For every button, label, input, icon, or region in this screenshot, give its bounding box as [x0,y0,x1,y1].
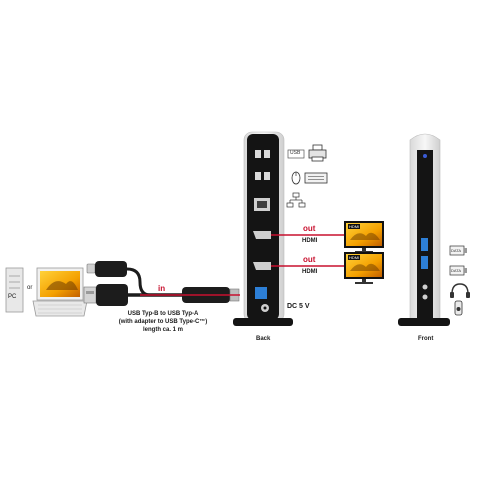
data-icon-text-2: DATA [451,268,462,273]
mic-jack [422,294,428,300]
or-label: or [27,285,33,291]
usb3-b-port [255,287,267,299]
hdmi-label-2: HDMI [302,269,318,275]
back-label: Back [256,336,271,342]
front-label: Front [418,336,434,342]
network-icon [286,192,306,208]
front-usb3-port-1 [421,238,428,251]
usb2-ports [255,150,270,180]
in-label: in [158,284,166,293]
headphone-jack [422,284,428,290]
dc-label: DC 5 V [287,303,310,310]
usb-stick-icon [449,265,467,276]
out-label-1: out [303,224,316,233]
out-label-2: out [303,255,316,264]
microphone-icon [454,300,463,316]
headphones-icon [450,283,470,298]
keyboard-icon [304,172,328,184]
hdmi-port-2 [253,262,271,270]
mouse-icon [291,171,301,185]
cable-line-2: (with adapter to USB Type-C™) [118,319,208,325]
dock-front-view [398,133,450,326]
monitor-badge-2: HDMI [348,255,361,260]
pc-label: PC [8,294,17,300]
hdmi-port-1 [253,231,271,239]
laptop-icon [32,267,88,317]
cable-line-3: length ca. 1 m [142,327,183,333]
usb-icon [287,149,305,159]
cable-line-1: USB Typ-B to USB Typ-A [127,311,199,317]
usb-icon-text: USB [290,150,301,156]
front-usb3-port-2 [421,256,428,269]
usb-stick-icon [449,245,467,256]
hdmi-label-1: HDMI [302,238,318,244]
data-icon-text-1: DATA [451,248,462,253]
printer-icon [308,144,327,162]
monitor-badge-1: HDMI [348,224,361,229]
pc-tower-icon [5,267,24,313]
cable-description: USB Typ-B to USB Typ-A (with adapter to … [112,310,214,334]
dock-back-view [233,131,293,326]
